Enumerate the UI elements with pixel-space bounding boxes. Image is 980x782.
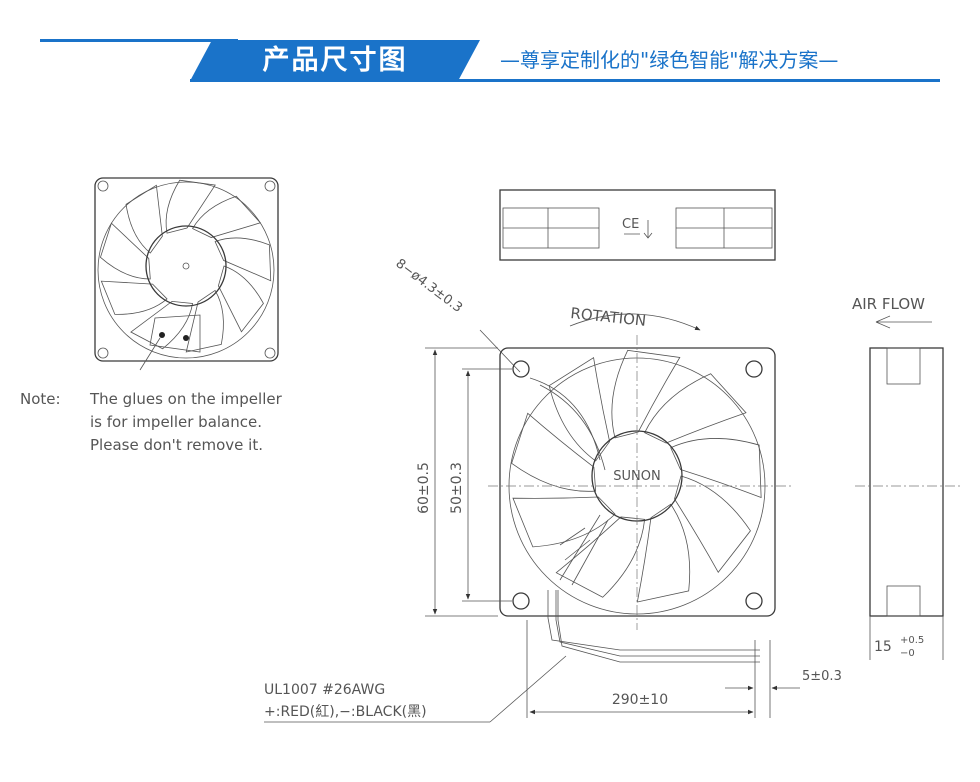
fan-blade (548, 357, 611, 462)
note-label: Note: (20, 390, 61, 408)
note-line-3: Please don't remove it. (90, 436, 263, 454)
fan-side-view: 15 +0.5 −0 (855, 347, 960, 660)
fan-blade (99, 222, 151, 280)
dim-depth-tol-lower: −0 (900, 648, 915, 659)
fan-blade (192, 195, 262, 238)
airflow-arrow-icon (875, 315, 932, 329)
wire-spec: UL1007 #26AWG +:RED(紅),−:BLACK(黑) (264, 655, 567, 723)
fan-front-view: SUNON (488, 335, 792, 663)
fan-small-view (94, 177, 279, 371)
fan-blade (670, 438, 762, 499)
dim-outer: 60±0.5 (416, 347, 498, 617)
title-banner (190, 40, 480, 81)
fan-blade (214, 237, 272, 282)
fan-blade (185, 289, 224, 353)
fan-blade (217, 265, 264, 333)
fan-blade (555, 516, 646, 598)
slogan: —尊享定制化的"绿色智能"解决方案— (500, 48, 839, 72)
ce-mark-icon: CE (622, 217, 639, 232)
dim-outer-label: 60±0.5 (416, 462, 432, 514)
dim-lead-strip-label: 5±0.3 (802, 669, 842, 684)
fan-blade (512, 496, 616, 548)
hole-spec-label: 8−ø4.3±0.3 (393, 256, 465, 316)
dim-depth-label: 15 (874, 639, 892, 655)
wire-spec-label: UL1007 #26AWG (264, 682, 385, 698)
note-line-1: The glues on the impeller (89, 390, 283, 408)
fan-blade (100, 280, 168, 315)
dim-holes-label: 50±0.3 (449, 462, 465, 514)
header-bottom-rule (190, 79, 940, 82)
fan-top-view: CE (499, 189, 776, 261)
fan-blade (674, 475, 751, 574)
dim-holes: 50±0.3 (449, 368, 512, 602)
fan-blade (125, 184, 163, 254)
header: 产品尺寸图 —尊享定制化的"绿色智能"解决方案— (0, 0, 980, 100)
dim-lead-length-label: 290±10 (612, 692, 668, 708)
note-line-2: is for impeller balance. (90, 413, 262, 431)
fan-blade (644, 373, 747, 444)
page-title: 产品尺寸图 (262, 45, 408, 76)
fan-blade (636, 503, 691, 603)
fan-blade (511, 412, 597, 492)
fan-blade (130, 300, 194, 350)
wire-color-label: +:RED(紅),−:BLACK(黑) (264, 704, 427, 720)
air-flow-label: AIR FLOW (852, 295, 925, 313)
note: Note: The glues on the impeller is for i… (20, 390, 283, 454)
dim-lead-strip: 5±0.3 (725, 640, 842, 718)
fan-blade (611, 349, 681, 439)
rotation-label: ROTATION (570, 304, 647, 330)
dim-depth-tol-upper: +0.5 (900, 635, 924, 646)
brand-label: SUNON (613, 469, 660, 484)
header-top-rule (40, 39, 238, 42)
rotation-arrow-icon (569, 313, 701, 331)
dim-lead-length: 290±10 (526, 620, 754, 718)
fan-blade (165, 179, 216, 234)
